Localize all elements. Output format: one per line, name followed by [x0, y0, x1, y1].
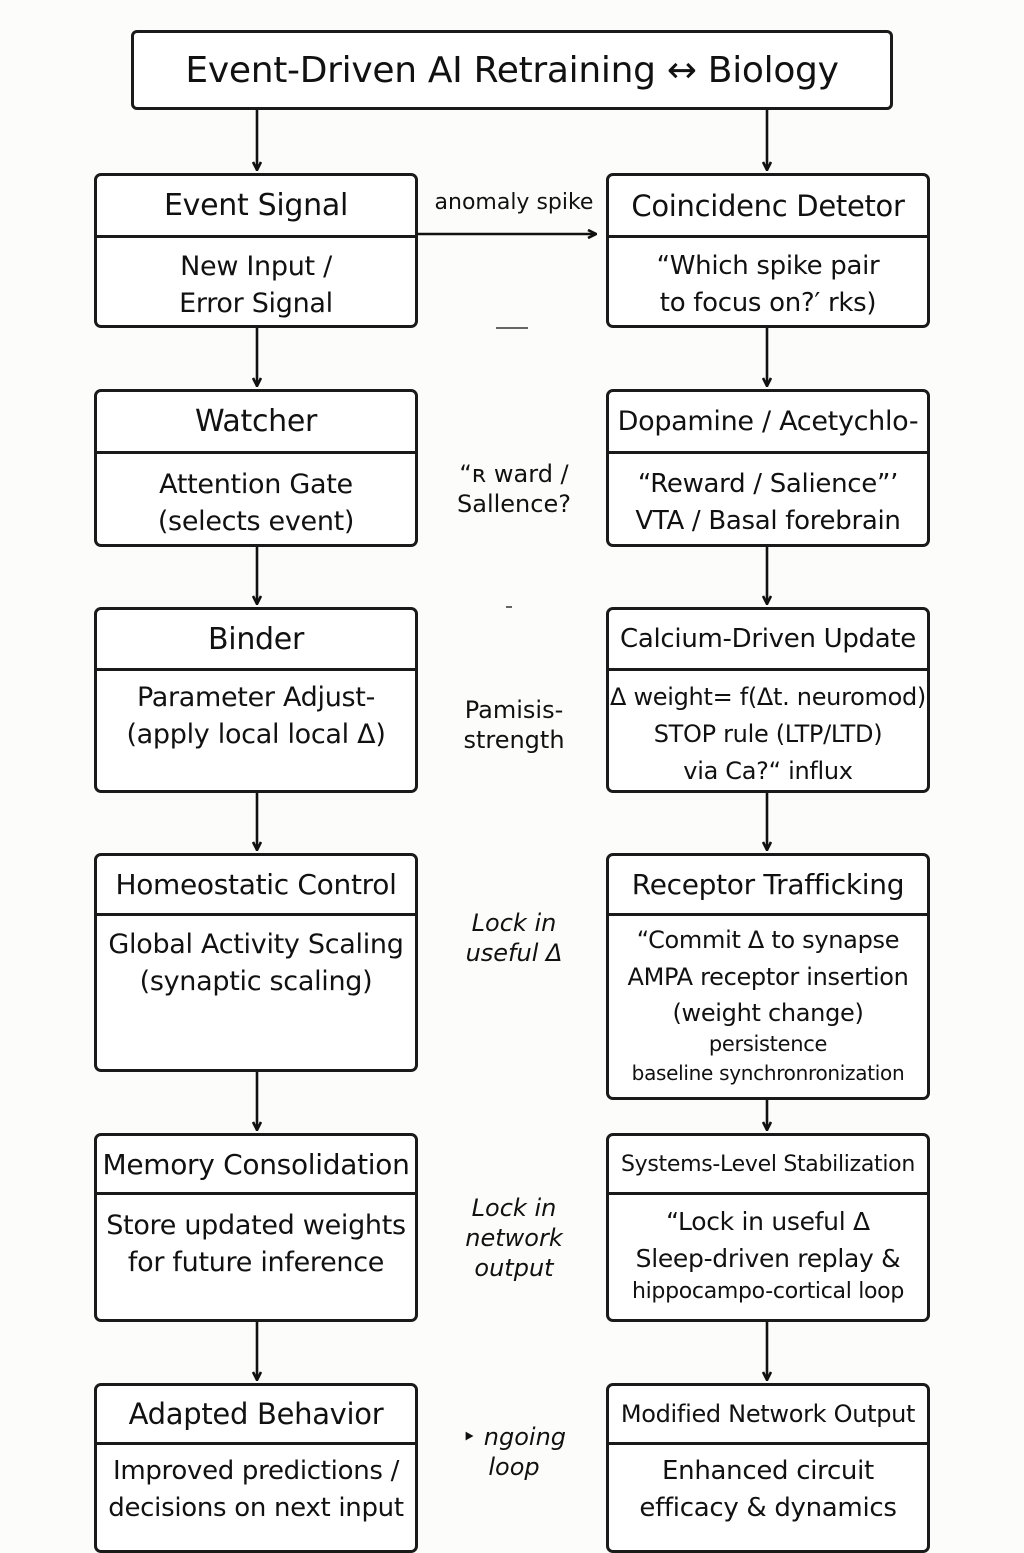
dopamine-header: Dopamine / Acetychlo-: [609, 392, 927, 454]
memory-line-1: Store updated weights: [106, 1210, 406, 1241]
middle-label-5-line-2: network: [465, 1224, 563, 1252]
memory-consolidation-box: Memory Consolidation Store updated weigh…: [94, 1133, 418, 1322]
watcher-box: Watcher Attention Gate (selects event): [94, 389, 418, 547]
receptor-line-1: “Commit Δ to synapse: [636, 926, 900, 954]
diagram-title: Event-Driven AI Retraining ↔ Biology: [131, 30, 893, 110]
modified-output-body: Enhanced circuit efficacy & dynamics: [609, 1445, 927, 1527]
systems-line-2: Sleep-driven replay &: [635, 1244, 901, 1273]
systems-line-1: “Lock in useful Δ: [666, 1207, 870, 1236]
middle-label-6-line-1: ‣ ngoing: [461, 1423, 567, 1451]
binder-line-2: (apply local local Δ): [126, 719, 386, 750]
binder-box: Binder Parameter Adjust- (apply local lo…: [94, 607, 418, 793]
middle-label-strength: Pamisis- strength: [428, 695, 600, 755]
calcium-line-2: STOP rule (LTP/LTD): [653, 720, 883, 748]
dopamine-line-1: “Reward / Salience”’: [637, 469, 899, 499]
systems-line-3: hippocampo-cortical loop: [631, 1279, 905, 1304]
middle-label-ongoing-loop: ‣ ngoing loop: [428, 1422, 600, 1482]
coincidence-line-2: to focus on?′ rks): [659, 288, 877, 318]
systems-stabilization-body: “Lock in useful Δ Sleep-driven replay & …: [609, 1195, 927, 1306]
receptor-trafficking-body: “Commit Δ to synapse AMPA receptor inser…: [609, 916, 927, 1088]
coincidence-detector-box: Coincidenc Detetor “Which spike pair to …: [606, 173, 930, 328]
modified-output-box: Modified Network Output Enhanced circuit…: [606, 1383, 930, 1553]
receptor-trafficking-box: Receptor Trafficking “Commit Δ to synaps…: [606, 853, 930, 1100]
event-signal-body: New Input / Error Signal: [97, 238, 415, 322]
dopamine-line-2: VTA / Basal forebrain: [635, 506, 901, 536]
binder-line-1: Parameter Adjust-: [136, 682, 376, 713]
modified-line-1: Enhanced circuit: [662, 1456, 874, 1486]
systems-stabilization-box: Systems-Level Stabilization “Lock in use…: [606, 1133, 930, 1322]
calcium-update-body: Δ weight= f(Δt. neuromod) STOP rule (LTP…: [609, 671, 927, 790]
homeostatic-control-header: Homeostatic Control: [97, 856, 415, 916]
middle-label-3-line-2: strength: [463, 726, 565, 754]
adapted-behavior-header: Adapted Behavior: [97, 1386, 415, 1445]
homeostatic-line-1: Global Activity Scaling: [108, 929, 404, 960]
watcher-line-2: (selects event): [157, 506, 355, 537]
receptor-line-2: AMPA receptor insertion: [627, 963, 909, 991]
homeostatic-control-body: Global Activity Scaling (synaptic scalin…: [97, 916, 415, 1000]
adapted-behavior-body: Improved predictions / decisions on next…: [97, 1445, 415, 1527]
middle-label-5-line-3: output: [474, 1254, 554, 1282]
watcher-header: Watcher: [97, 392, 415, 454]
middle-label-4-line-1: Lock in: [471, 909, 557, 937]
dopamine-body: “Reward / Salience”’ VTA / Basal forebra…: [609, 454, 927, 540]
middle-label-3-line-1: Pamisis-: [464, 696, 564, 724]
middle-label-2-line-2: Sallence?: [457, 490, 571, 518]
middle-label-6-line-2: loop: [488, 1453, 540, 1481]
memory-consolidation-body: Store updated weights for future inferen…: [97, 1195, 415, 1281]
event-signal-line-2: Error Signal: [179, 288, 333, 319]
calcium-line-1: Δ weight= f(Δt. neuromod): [610, 683, 926, 711]
middle-label-reward: “ʀ ward / Sallence?: [428, 459, 600, 519]
calcium-update-box: Calcium-Driven Update Δ weight= f(Δt. ne…: [606, 607, 930, 793]
modified-line-2: efficacy & dynamics: [639, 1493, 897, 1523]
adapted-line-1: Improved predictions /: [112, 1456, 400, 1486]
homeostatic-control-box: Homeostatic Control Global Activity Scal…: [94, 853, 418, 1072]
middle-label-lock-network: Lock in network output: [428, 1193, 600, 1283]
receptor-trafficking-header: Receptor Trafficking: [609, 856, 927, 916]
coincidence-detector-header: Coincidenc Detetor: [609, 176, 927, 238]
adapted-behavior-box: Adapted Behavior Improved predictions / …: [94, 1383, 418, 1553]
coincidence-line-1: “Which spike pair: [656, 251, 880, 281]
watcher-line-1: Attention Gate: [159, 469, 353, 500]
memory-line-2: for future inference: [127, 1247, 385, 1278]
homeostatic-line-2: (synaptic scaling): [139, 966, 373, 997]
receptor-line-3: (weight change): [672, 999, 864, 1027]
adapted-line-2: decisions on next input: [108, 1493, 404, 1523]
watcher-body: Attention Gate (selects event): [97, 454, 415, 540]
event-signal-header: Event Signal: [97, 176, 415, 238]
binder-body: Parameter Adjust- (apply local local Δ): [97, 671, 415, 753]
middle-label-anomaly-spike: anomaly spike: [428, 188, 600, 218]
middle-label-5-line-1: Lock in: [471, 1194, 557, 1222]
calcium-update-header: Calcium-Driven Update: [609, 610, 927, 671]
receptor-line-5: baseline synchronronization: [631, 1061, 905, 1085]
event-signal-line-1: New Input /: [180, 251, 332, 282]
modified-output-header: Modified Network Output: [609, 1386, 927, 1445]
middle-label-4-line-2: useful Δ: [465, 939, 563, 967]
coincidence-detector-body: “Which spike pair to focus on?′ rks): [609, 238, 927, 322]
middle-label-1-line-1: anomaly spike: [434, 190, 594, 215]
dopamine-box: Dopamine / Acetychlo- “Reward / Salience…: [606, 389, 930, 547]
calcium-line-3: via Ca?“ influx: [683, 757, 853, 785]
memory-consolidation-header: Memory Consolidation: [97, 1136, 415, 1195]
binder-header: Binder: [97, 610, 415, 671]
middle-label-lock-useful: Lock in useful Δ: [428, 908, 600, 968]
middle-label-2-line-1: “ʀ ward /: [459, 460, 569, 488]
systems-stabilization-header: Systems-Level Stabilization: [609, 1136, 927, 1195]
receptor-line-4: persistence: [708, 1032, 828, 1056]
event-signal-box: Event Signal New Input / Error Signal: [94, 173, 418, 328]
